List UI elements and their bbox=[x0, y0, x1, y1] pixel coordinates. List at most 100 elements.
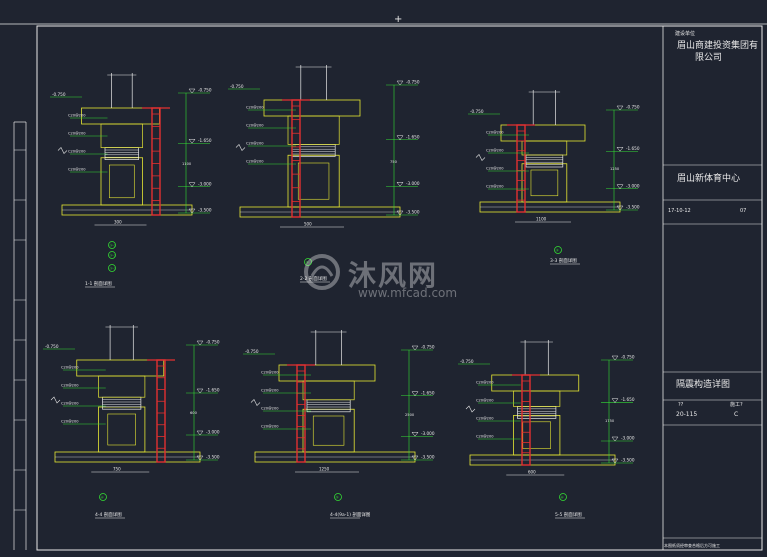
section-details: -0.750-1.650-3.000-3.500-0.750C20@200C20… bbox=[43, 65, 640, 519]
elevation-symbol bbox=[188, 208, 196, 214]
elevation-symbol bbox=[616, 147, 624, 152]
detail-5: -0.750-1.650-3.000-3.500-0.750C20@200C20… bbox=[243, 330, 435, 519]
watermark-brand: 沐风网 bbox=[348, 259, 439, 292]
upper-pedestal bbox=[287, 115, 340, 145]
rebar-callout: C20@200 bbox=[246, 160, 264, 164]
elevation-label: -3.500 bbox=[198, 208, 212, 213]
section-label: 3-3 剖面详图 bbox=[550, 257, 577, 264]
dimension-label: 1250 bbox=[319, 467, 330, 472]
dimension-label: 1100 bbox=[182, 162, 192, 166]
pedestal-inner bbox=[312, 415, 345, 446]
elevation-symbol bbox=[396, 210, 404, 216]
watermark: 沐风网 www.mfcad.com bbox=[300, 250, 470, 300]
upper-beam bbox=[81, 107, 160, 125]
dimension-label: 2500 bbox=[405, 413, 415, 417]
pedestal bbox=[521, 163, 568, 203]
detail-4: -0.750-1.650-3.000-3.500-0.750C20@200C20… bbox=[43, 325, 220, 519]
rebar-callout: C20@200 bbox=[68, 114, 86, 118]
elevation-symbol bbox=[611, 398, 619, 404]
elevation-label: -0.750 bbox=[460, 359, 474, 364]
watermark-url: www.mfcad.com bbox=[358, 286, 458, 300]
rebar-callout: C20@200 bbox=[61, 402, 79, 406]
pedestal bbox=[287, 154, 340, 208]
break-symbol bbox=[235, 143, 246, 152]
elevation-symbol bbox=[196, 388, 204, 394]
rebar-callout: C20@200 bbox=[61, 420, 79, 424]
elevation-symbol bbox=[611, 458, 619, 464]
pedestal-inner bbox=[522, 421, 551, 449]
elevation-label: -3.000 bbox=[421, 431, 435, 436]
rebar-callout: C20@200 bbox=[246, 142, 264, 146]
elevation-label: -1.650 bbox=[206, 388, 220, 393]
axis-bubble bbox=[108, 264, 116, 272]
isolation-moat-wall bbox=[296, 364, 306, 463]
elevation-symbol bbox=[616, 205, 624, 211]
isolation-bearing bbox=[525, 154, 564, 168]
elevation-label: -0.750 bbox=[198, 88, 212, 93]
rebar-callout: C20@200 bbox=[476, 381, 494, 385]
elevation-label: -3.000 bbox=[621, 436, 635, 441]
elevation-symbol bbox=[196, 430, 204, 436]
tb-sheet-title: 隔震构造详图 bbox=[676, 378, 730, 390]
detail-6: -0.750-1.650-3.000-3.500-0.750C20@200C20… bbox=[458, 340, 635, 519]
break-symbol bbox=[50, 396, 61, 404]
elevation-label: -0.750 bbox=[45, 344, 59, 349]
break-symbol bbox=[465, 405, 476, 413]
elevation-symbol bbox=[196, 455, 204, 461]
elevation-label: -0.750 bbox=[406, 80, 420, 85]
pedestal bbox=[513, 414, 561, 456]
rebar-callout: C20@200 bbox=[486, 167, 504, 171]
elevation-label: -1.650 bbox=[421, 390, 435, 395]
rebar-callout: C20@200 bbox=[486, 149, 504, 153]
axis-bubble-label: ⑥ bbox=[561, 496, 565, 500]
elevation-symbol bbox=[196, 340, 204, 346]
elevation-label: -0.750 bbox=[470, 109, 484, 114]
tb-code-1: 17-10-12 bbox=[668, 208, 691, 214]
sheet-frame bbox=[36, 25, 763, 551]
upper-pedestal bbox=[302, 380, 355, 401]
tb-code-2: 07 bbox=[740, 208, 746, 214]
dimension-label: 750 bbox=[113, 467, 121, 472]
dimension-label: 300 bbox=[114, 220, 122, 225]
axis-bubble bbox=[554, 246, 562, 254]
isolation-bearing bbox=[517, 406, 557, 419]
elevation-label: -0.750 bbox=[621, 355, 635, 360]
pedestal-inner bbox=[107, 413, 136, 446]
elevation-label: -1.650 bbox=[198, 138, 212, 143]
dimension-label: 1750 bbox=[605, 419, 615, 423]
rebar-callout: C20@200 bbox=[246, 124, 264, 128]
rebar-callout: C20@200 bbox=[476, 399, 494, 403]
crosshair-marker: + bbox=[394, 14, 402, 25]
rebar-callout: C20@200 bbox=[476, 435, 494, 439]
dimension-label: 750 bbox=[390, 160, 398, 164]
section-label: 1-1 剖面详图 bbox=[85, 280, 112, 287]
tb-label-1: ?? bbox=[678, 402, 684, 408]
isolation-bearing bbox=[306, 399, 351, 413]
tb-small-top: 建设单位 bbox=[675, 30, 695, 37]
watermark-logo-icon bbox=[304, 254, 340, 290]
rebar-callout: C20@200 bbox=[261, 389, 279, 393]
elevation-symbol bbox=[396, 80, 404, 86]
elevation-label: -1.650 bbox=[626, 146, 640, 151]
elevation-label: -1.650 bbox=[621, 397, 635, 402]
axis-bubble-label: ④ bbox=[101, 496, 104, 500]
detail-1: -0.750-1.650-3.000-3.500-0.750C20@200C20… bbox=[50, 73, 212, 288]
elevation-label: -3.500 bbox=[206, 455, 220, 460]
section-label: 5-5 剖面详图 bbox=[555, 511, 582, 518]
elevation-label: -3.000 bbox=[206, 430, 220, 435]
rebar-callout: C20@200 bbox=[68, 150, 86, 154]
isolation-bearing bbox=[291, 144, 336, 157]
elevation-label: -0.750 bbox=[421, 345, 435, 350]
tb-company-line1: 眉山商建投资集团有 bbox=[677, 39, 758, 51]
pedestal-inner bbox=[530, 169, 559, 197]
tb-num-1: 20-115 bbox=[676, 411, 697, 418]
axis-bubble-label: ①-1 bbox=[110, 244, 117, 248]
axis-bubble-label: ⑤ bbox=[336, 496, 339, 500]
axis-bubble bbox=[304, 258, 312, 266]
upper-pedestal bbox=[513, 390, 561, 407]
axis-bubble bbox=[334, 493, 342, 501]
upper-pedestal bbox=[98, 375, 146, 398]
rebar-callout: C20@200 bbox=[246, 106, 264, 110]
axis-bubble bbox=[99, 493, 107, 501]
